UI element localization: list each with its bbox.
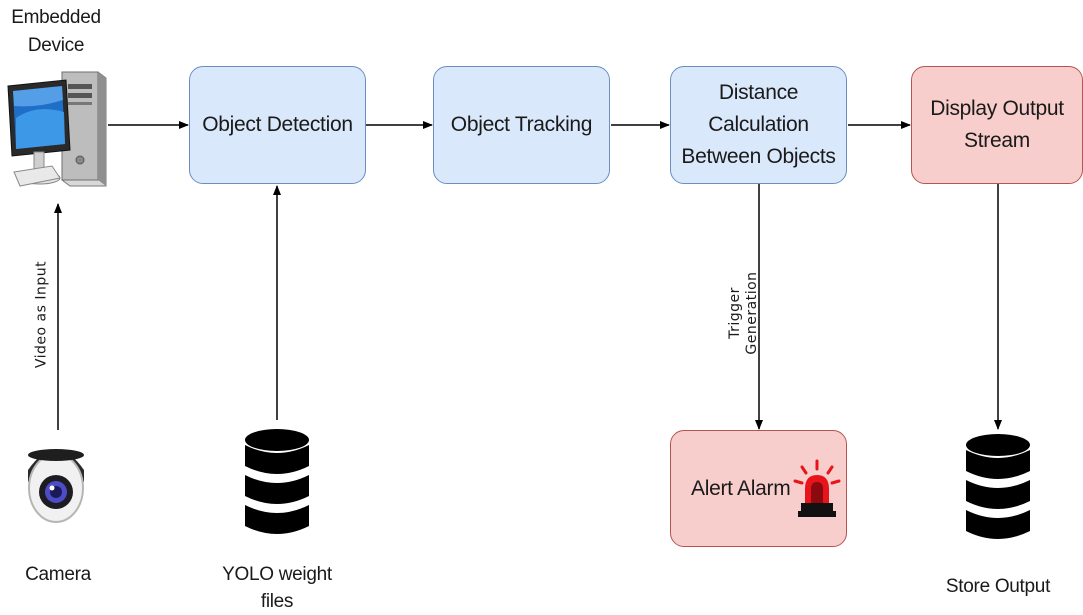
object-tracking-box: Object Tracking (433, 66, 610, 184)
desktop-computer-icon (7, 71, 107, 187)
video-as-input-label: Video as Input (33, 260, 50, 369)
embedded-device-label: Embedded Device (11, 7, 101, 56)
display-output-box: Display Output Stream (911, 66, 1083, 184)
alert-alarm-label: Alert Alarm (691, 476, 791, 500)
object-detection-label: Object Detection (202, 113, 353, 136)
camera-label: Camera (25, 564, 91, 585)
trigger-generation-label: Trigger Generation (727, 271, 760, 355)
alert-alarm-box: Alert Alarm (670, 430, 847, 547)
distance-calculation-label: Distance Calculation Between Objects (681, 81, 836, 168)
object-tracking-label: Object Tracking (450, 113, 593, 136)
object-detection-box: Object Detection (189, 66, 366, 184)
database-icon-store (966, 434, 1030, 539)
database-icon (245, 429, 309, 534)
security-camera-icon (28, 449, 84, 523)
siren-icon (793, 459, 841, 517)
display-output-label: Display Output Stream (930, 97, 1064, 152)
distance-calculation-box: Distance Calculation Between Objects (670, 66, 847, 184)
store-output-label: Store Output (945, 576, 1051, 597)
